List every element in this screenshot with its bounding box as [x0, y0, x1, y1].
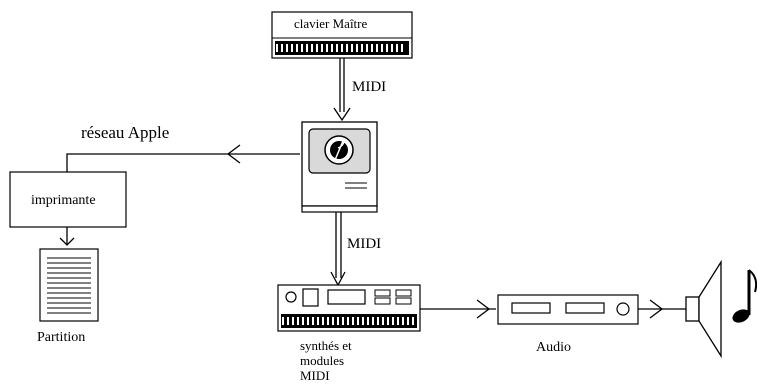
midi-out-arrow: [330, 212, 346, 287]
piano-key: [327, 317, 329, 325]
piano-key: [397, 317, 399, 325]
printer-label: imprimante: [31, 193, 96, 208]
piano-key: [276, 44, 278, 52]
score-label: Partition: [37, 330, 86, 345]
printer-to-score-arrow: [59, 227, 75, 246]
music-note-icon: [732, 269, 757, 323]
piano-key: [337, 317, 339, 325]
printer-box: [9, 171, 127, 228]
synth-label-line-1: synthés et: [300, 338, 352, 353]
piano-key: [376, 44, 378, 52]
piano-key: [291, 44, 293, 52]
midi-in-label: MIDI: [352, 79, 387, 95]
piano-key: [347, 317, 349, 325]
piano-key: [351, 44, 353, 52]
piano-key: [372, 317, 374, 325]
piano-key: [281, 44, 283, 52]
piano-key: [407, 317, 409, 325]
piano-key: [317, 317, 319, 325]
piano-key: [316, 44, 318, 52]
piano-key: [282, 317, 284, 325]
synth-icon: [277, 284, 421, 332]
piano-key: [357, 317, 359, 325]
piano-key: [322, 317, 324, 325]
audio-amp-icon: [497, 294, 639, 325]
piano-key: [366, 44, 368, 52]
piano-key: [386, 44, 388, 52]
piano-key: [326, 44, 328, 52]
piano-key: [311, 44, 313, 52]
piano-key: [401, 44, 403, 52]
speaker-icon: [685, 259, 722, 359]
piano-key: [391, 44, 393, 52]
piano-key: [402, 317, 404, 325]
piano-key: [382, 317, 384, 325]
midi-in-arrow: [333, 58, 351, 122]
piano-key: [361, 44, 363, 52]
piano-key: [371, 44, 373, 52]
computer-icon: [301, 121, 378, 213]
network-link: [66, 144, 300, 172]
piano-key: [392, 317, 394, 325]
piano-key: [297, 317, 299, 325]
piano-key: [387, 317, 389, 325]
piano-key: [286, 44, 288, 52]
synth-label-line-3: MIDI: [300, 368, 330, 383]
piano-key: [367, 317, 369, 325]
master-keyboard-icon: [271, 11, 413, 59]
piano-key: [287, 317, 289, 325]
piano-key: [331, 44, 333, 52]
synth-label-line-2: modules: [300, 353, 345, 368]
piano-key: [381, 44, 383, 52]
piano-key: [332, 317, 334, 325]
network-label: réseau Apple: [81, 123, 170, 142]
piano-key: [377, 317, 379, 325]
piano-key: [356, 44, 358, 52]
piano-key: [362, 317, 364, 325]
piano-key: [352, 317, 354, 325]
piano-key: [312, 317, 314, 325]
piano-key: [307, 317, 309, 325]
piano-key: [342, 317, 344, 325]
piano-key: [321, 44, 323, 52]
piano-key: [302, 317, 304, 325]
synth-to-audio-link: [420, 299, 496, 319]
sheet-icon: [39, 248, 99, 322]
piano-key: [296, 44, 298, 52]
piano-key: [412, 317, 414, 325]
piano-key: [396, 44, 398, 52]
midi-out-label: MIDI: [347, 236, 382, 252]
audio-to-speaker-link: [638, 299, 686, 319]
keyboard-master-label: clavier Maître: [294, 16, 368, 31]
piano-key: [346, 44, 348, 52]
audio-label: Audio: [536, 340, 571, 355]
piano-key: [341, 44, 343, 52]
piano-key: [306, 44, 308, 52]
piano-key: [301, 44, 303, 52]
piano-key: [292, 317, 294, 325]
piano-key: [336, 44, 338, 52]
